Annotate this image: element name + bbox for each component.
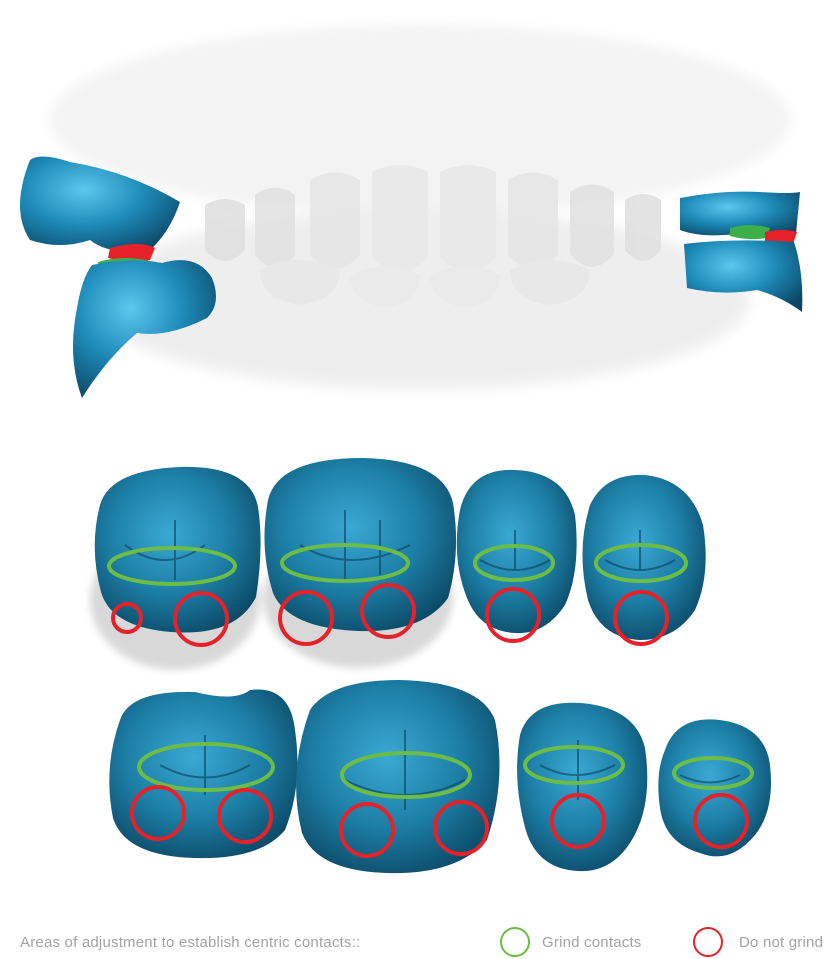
caption: Areas of adjustment to establish centric… [20,934,360,951]
green-circle-icon [500,927,530,957]
upper-premolar-2 [582,475,705,640]
legend-label-do-not-grind: Do not grind [739,934,823,951]
red-circle-icon [693,927,723,957]
upper-premolar-1 [457,470,577,633]
dental-illustration [0,0,839,930]
legend-item-do-not-grind: Do not grind [693,926,839,959]
legend-label-grind: Grind contacts [542,934,642,951]
legend-item-grind: Grind contacts [500,926,680,959]
caption-bar: Areas of adjustment to establish centric… [0,926,839,959]
